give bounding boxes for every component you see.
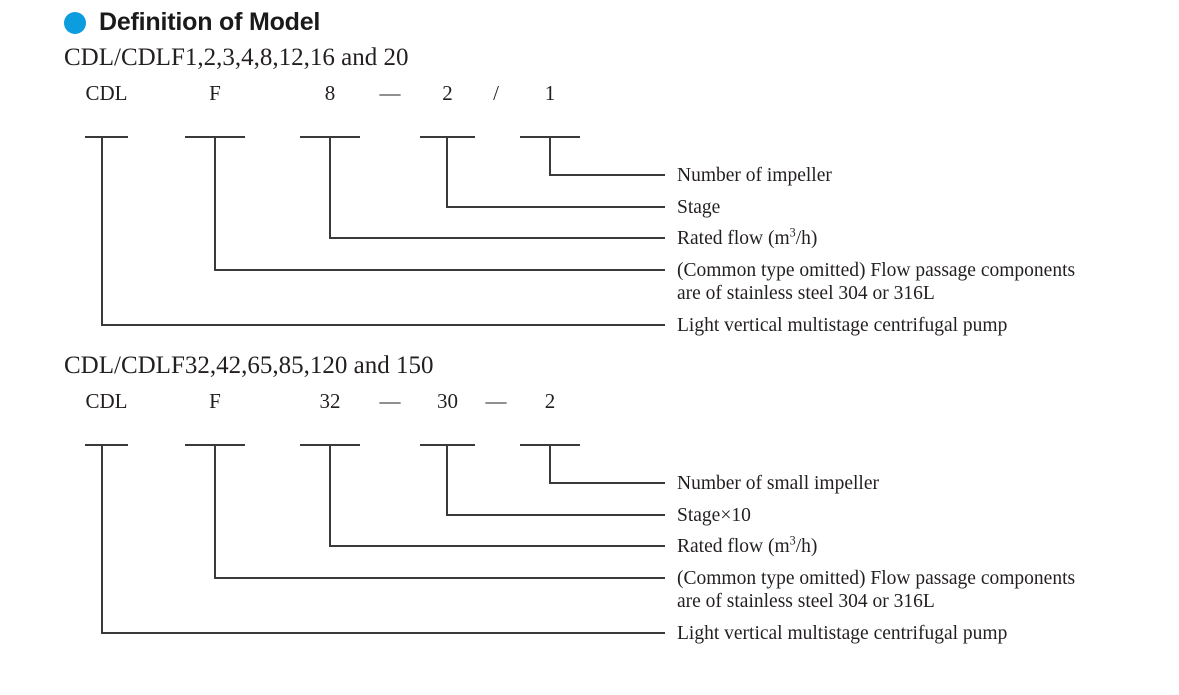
callout-label-material: (Common type omitted) Flow passage compo…: [677, 259, 1075, 305]
material-line-1: (Common type omitted) Flow passage compo…: [677, 260, 1076, 281]
material-line-2: are of stainless steel 304 or 316L: [677, 591, 935, 612]
rated-flow-text-before: Rated flow (m: [677, 228, 790, 249]
callout-label-rated-flow: Rated flow (m3/h): [677, 225, 818, 250]
code-separator-1: —: [379, 81, 401, 105]
code-cell-prefix: CDL: [85, 81, 128, 105]
material-line-2: are of stainless steel 304 or 316L: [677, 283, 935, 304]
rated-flow-superscript: 3: [789, 533, 796, 548]
code-separator-1: —: [379, 389, 401, 413]
rated-flow-text-after: /h): [795, 536, 818, 557]
code-cell-material: F: [209, 389, 221, 413]
code-separator-2: /: [493, 81, 499, 105]
callout-label-pump-type: Light vertical multistage centrifugal pu…: [677, 623, 1008, 644]
code-cell-impeller: 2: [544, 389, 556, 413]
code-separator-2: —: [485, 389, 507, 413]
code-cell-stage: 30: [437, 389, 458, 413]
rated-flow-superscript: 3: [789, 225, 796, 240]
rated-flow-text-before: Rated flow (m: [677, 536, 790, 557]
code-cell-flow: 32: [319, 389, 341, 413]
callout-label-rated-flow: Rated flow (m3/h): [677, 533, 818, 558]
series-title: CDL/CDLF1,2,3,4,8,12,16 and 20: [64, 44, 409, 71]
rated-flow-text-after: /h): [795, 228, 818, 249]
callout-label-impeller: Number of impeller: [677, 165, 832, 186]
code-cell-material: F: [209, 81, 221, 105]
callout-label-material: (Common type omitted) Flow passage compo…: [677, 567, 1075, 613]
series-title: CDL/CDLF32,42,65,85,120 and 150: [64, 352, 434, 379]
code-cell-prefix: CDL: [85, 389, 128, 413]
page-title: Definition of Model: [99, 8, 321, 36]
callout-label-small-impeller: Number of small impeller: [677, 473, 879, 494]
callout-label-stage: Stage: [677, 197, 721, 218]
callout-label-stage: Stage×10: [677, 505, 751, 526]
code-cell-impeller: 1: [544, 81, 556, 105]
material-line-1: (Common type omitted) Flow passage compo…: [677, 568, 1076, 589]
callout-label-pump-type: Light vertical multistage centrifugal pu…: [677, 315, 1008, 336]
code-cell-stage: 2: [442, 81, 453, 105]
code-cell-flow: 8: [324, 81, 336, 105]
page-heading: Definition of Model: [64, 8, 320, 37]
bullet-icon: [64, 11, 86, 34]
